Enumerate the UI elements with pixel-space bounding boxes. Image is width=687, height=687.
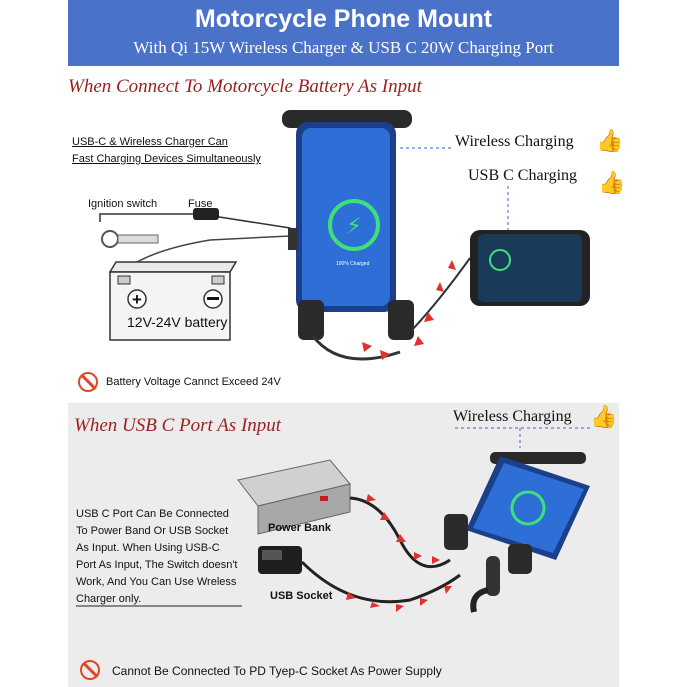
usbc-charging-label: USB C Charging xyxy=(468,167,578,184)
power-bank-cable xyxy=(349,496,451,569)
section2-note-line: Charger only. xyxy=(76,593,142,605)
charged-phone xyxy=(470,230,590,306)
key-icon xyxy=(101,230,159,248)
section2-title: When USB C Port As Input xyxy=(74,415,282,436)
section2-note-line: Port As Input, The Switch doesn't xyxy=(76,559,238,571)
phone-mount-1: ⚡ xyxy=(282,110,414,361)
arrow-icons xyxy=(362,260,456,360)
wireless-charging-label-1: Wireless Charging xyxy=(455,133,574,150)
svg-text:+: + xyxy=(132,290,142,309)
thumbs-up-icon: 👍 xyxy=(590,404,618,429)
section2-note: USB C Port Can Be Connected To Power Ban… xyxy=(76,506,238,608)
section2-note-line: USB C Port Can Be Connected xyxy=(76,508,229,520)
arrow-icons xyxy=(346,494,452,612)
fuse-label: Fuse xyxy=(188,198,213,210)
usb-socket-icon xyxy=(258,546,302,574)
battery-icon: + xyxy=(108,261,238,341)
wireless-charging-label-2: Wireless Charging xyxy=(453,408,572,425)
thumbs-up-icon: 👍 xyxy=(596,128,624,153)
section1-note-line2: Fast Charging Devices Simultaneously xyxy=(72,153,261,165)
prohibited-icon xyxy=(80,660,100,680)
section2-warning: Cannot Be Connected To PD Tyep-C Socket … xyxy=(112,664,442,678)
usb-socket-label: USB Socket xyxy=(270,590,333,602)
section1-warning: Battery Voltage Cannct Exceed 24V xyxy=(106,376,281,388)
battery-label: 12V-24V battery xyxy=(127,314,228,330)
section2-note-line: To Power Band Or USB Socket xyxy=(76,525,229,537)
page-subtitle: With Qi 15W Wireless Charger & USB C 20W… xyxy=(133,38,554,57)
svg-text:⚡: ⚡ xyxy=(346,214,361,239)
header-banner: Motorcycle Phone Mount With Qi 15W Wirel… xyxy=(68,0,619,66)
section1-note: USB-C & Wireless Charger Can Fast Chargi… xyxy=(72,134,261,168)
power-bank-icon xyxy=(237,459,351,535)
section1-title: When Connect To Motorcycle Battery As In… xyxy=(68,76,422,97)
ignition-wire xyxy=(99,213,160,222)
usb-cable xyxy=(411,257,471,331)
ignition-label: Ignition switch xyxy=(88,198,158,210)
section1-note-line1: USB-C & Wireless Charger Can xyxy=(72,136,228,148)
phone-screen-text: 100% Charged xyxy=(336,261,370,267)
phone-mount-2 xyxy=(444,452,590,613)
section2-note-line: As Input. When Using USB-C xyxy=(76,542,220,554)
page-title: Motorcycle Phone Mount xyxy=(194,5,493,33)
prohibited-icon xyxy=(78,372,98,392)
thumbs-up-icon: 👍 xyxy=(598,170,626,195)
usb-socket-cable xyxy=(300,560,461,604)
power-bank-label: Power Bank xyxy=(268,522,331,534)
fuse-body xyxy=(193,208,219,220)
section2-note-line: Work, And You Can Use Wreless xyxy=(76,576,237,588)
